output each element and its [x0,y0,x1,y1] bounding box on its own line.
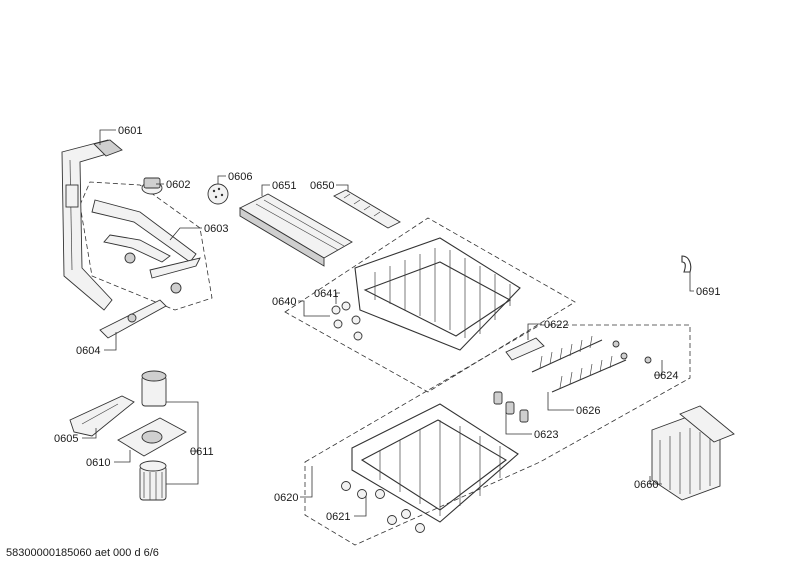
lower-spray-arm-part [99,299,167,339]
label-0602: 0602 [166,179,190,191]
label-0603: 0603 [204,223,228,235]
filter-cover-part [69,395,135,437]
label-0622: 0622 [544,319,568,331]
label-0691: 0691 [696,286,720,298]
clips-part [493,391,529,423]
label-0620: 0620 [274,492,298,504]
lower-rollers-part [341,481,425,533]
label-0660: 0660 [634,479,658,491]
connector-part [141,177,163,195]
label-0611: 0611 [190,446,214,458]
document-code: 58300000185060 aet 000 d 6/6 [6,547,159,559]
hook-part [681,255,692,273]
label-0650: 0650 [310,180,334,192]
lower-rack-group-outline [304,324,691,546]
label-0610: 0610 [86,457,110,469]
leader-lines [82,129,694,517]
label-0601: 0601 [118,125,142,137]
label-0640: 0640 [272,296,296,308]
micro-filter-part [139,370,167,501]
fasteners-part [612,340,652,364]
label-0605: 0605 [54,433,78,445]
label-0606: 0606 [228,171,252,183]
round-filter-part [207,183,229,205]
handle-part [505,337,545,361]
label-0604: 0604 [76,345,100,357]
label-0623: 0623 [534,429,558,441]
upper-rollers-part [331,301,363,341]
supply-pipe-part [61,139,123,311]
label-0624: 0624 [654,370,678,382]
label-0651: 0651 [272,180,296,192]
cutlery-basket-part [651,405,735,501]
lower-basket-part [351,403,519,523]
rack-rail-part [333,189,401,229]
cutlery-tray-part [239,193,353,267]
label-0621: 0621 [326,511,350,523]
label-0641: 0641 [314,288,338,300]
upper-basket-part [354,237,521,351]
label-0626: 0626 [576,405,600,417]
tine-rows-part [531,335,627,393]
upper-spray-arm-part [91,199,201,294]
upper-rack-group-outline [284,217,576,393]
spray-arm-group-outline [79,181,213,311]
flat-filter-part [117,417,187,457]
